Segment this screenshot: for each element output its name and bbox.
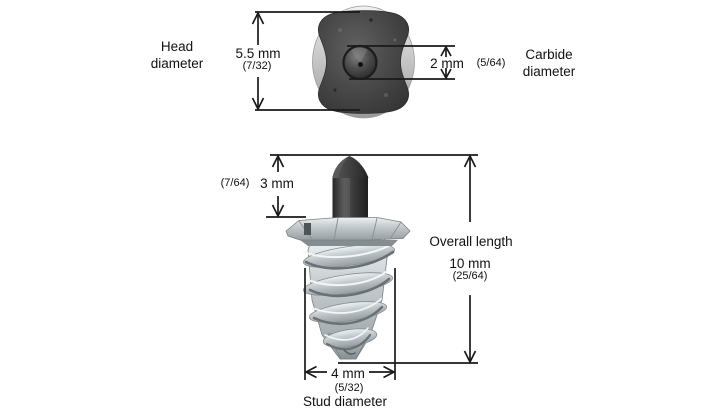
- side-view-illustration: [285, 156, 411, 360]
- carbide-diameter-fraction: (5/64): [476, 57, 506, 69]
- carbide-diameter-value: 2 mm: [430, 56, 464, 71]
- carbide-diameter-label: Carbide diameter: [523, 46, 576, 81]
- overall-length-fraction: (25/64): [452, 270, 488, 282]
- overall-length-value: 10 mm: [449, 256, 491, 271]
- top-view-illustration: [312, 5, 415, 119]
- stud-diameter-label: Stud diameter: [302, 394, 388, 409]
- head-diameter-label-line1: Head: [160, 39, 194, 54]
- head-diameter-fraction: (7/32): [242, 60, 272, 72]
- overall-length-label: Overall length: [429, 234, 513, 249]
- stud-diameter-fraction: (5/32): [334, 382, 364, 394]
- tip-height-value: 3 mm: [260, 176, 294, 191]
- head-diameter-label-line2: diameter: [150, 56, 204, 72]
- head-diameter-label: Head diameter: [151, 38, 204, 73]
- tip-height-fraction: (7/64): [220, 177, 250, 189]
- dimension-lines: [251, 11, 478, 380]
- stud-diameter-value: 4 mm: [331, 366, 365, 381]
- carbide-diameter-label-line1: Carbide: [525, 47, 573, 62]
- carbide-diameter-label-line2: diameter: [522, 64, 576, 80]
- head-diameter-value: 5.5 mm: [235, 46, 281, 61]
